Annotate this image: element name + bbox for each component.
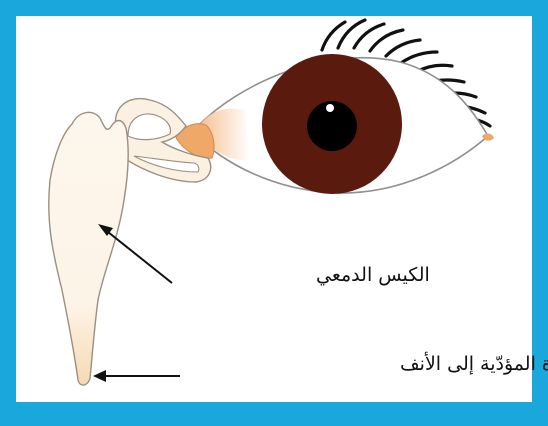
nasolacrimal-duct-label: القناة المؤدّية إلى الأنف (400, 352, 548, 376)
pupil-highlight (326, 104, 334, 112)
lacrimal-sac (49, 112, 128, 385)
duct-arrow (93, 370, 180, 382)
lacrimal-sac-label: الكيس الدمعي (316, 264, 430, 286)
